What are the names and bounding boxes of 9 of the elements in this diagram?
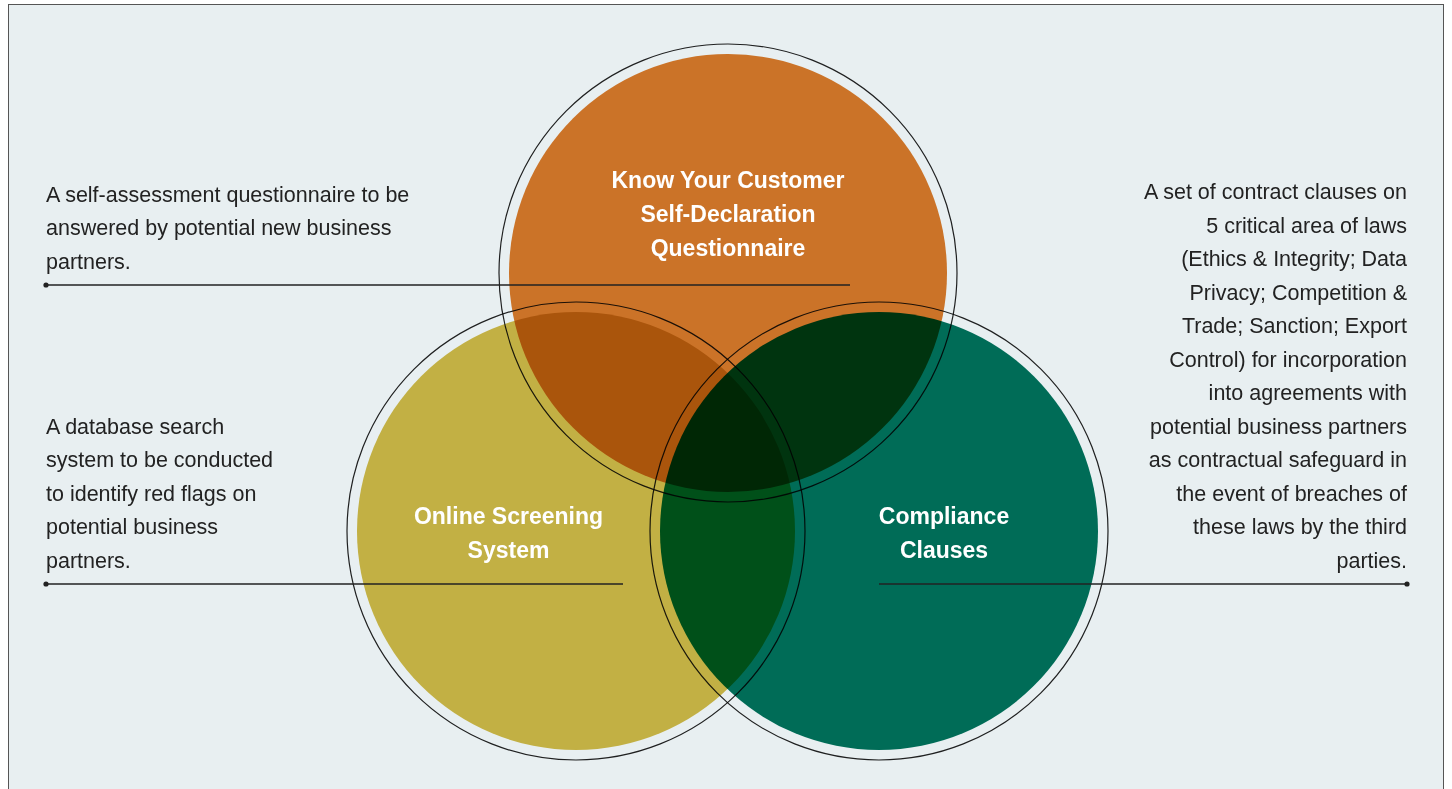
circle-label: Know Your Customer Self-Declaration Questionnaire (610, 166, 846, 263)
description-text: A self-assessment questionnaire to be answered by potential new business partners. (46, 181, 411, 276)
description-text: A database search system to be conducted to identify red flags on potential business partners. (46, 413, 275, 575)
leader-line (43, 282, 851, 288)
circle-label: Online Screening System (412, 502, 605, 565)
leader-line (43, 581, 624, 587)
description-text: A set of contract clauses on 5 critical area of laws (Ethics & Integrity; Data Privacy; Competition & Trade; Sanction; Export Control) for incorporation into agreements with potential business partners as contractual safeguard in the event of breaches of these laws by the third parties. (1143, 179, 1407, 575)
circle-label: Compliance Clauses (877, 502, 1011, 565)
leader-line (878, 581, 1410, 587)
